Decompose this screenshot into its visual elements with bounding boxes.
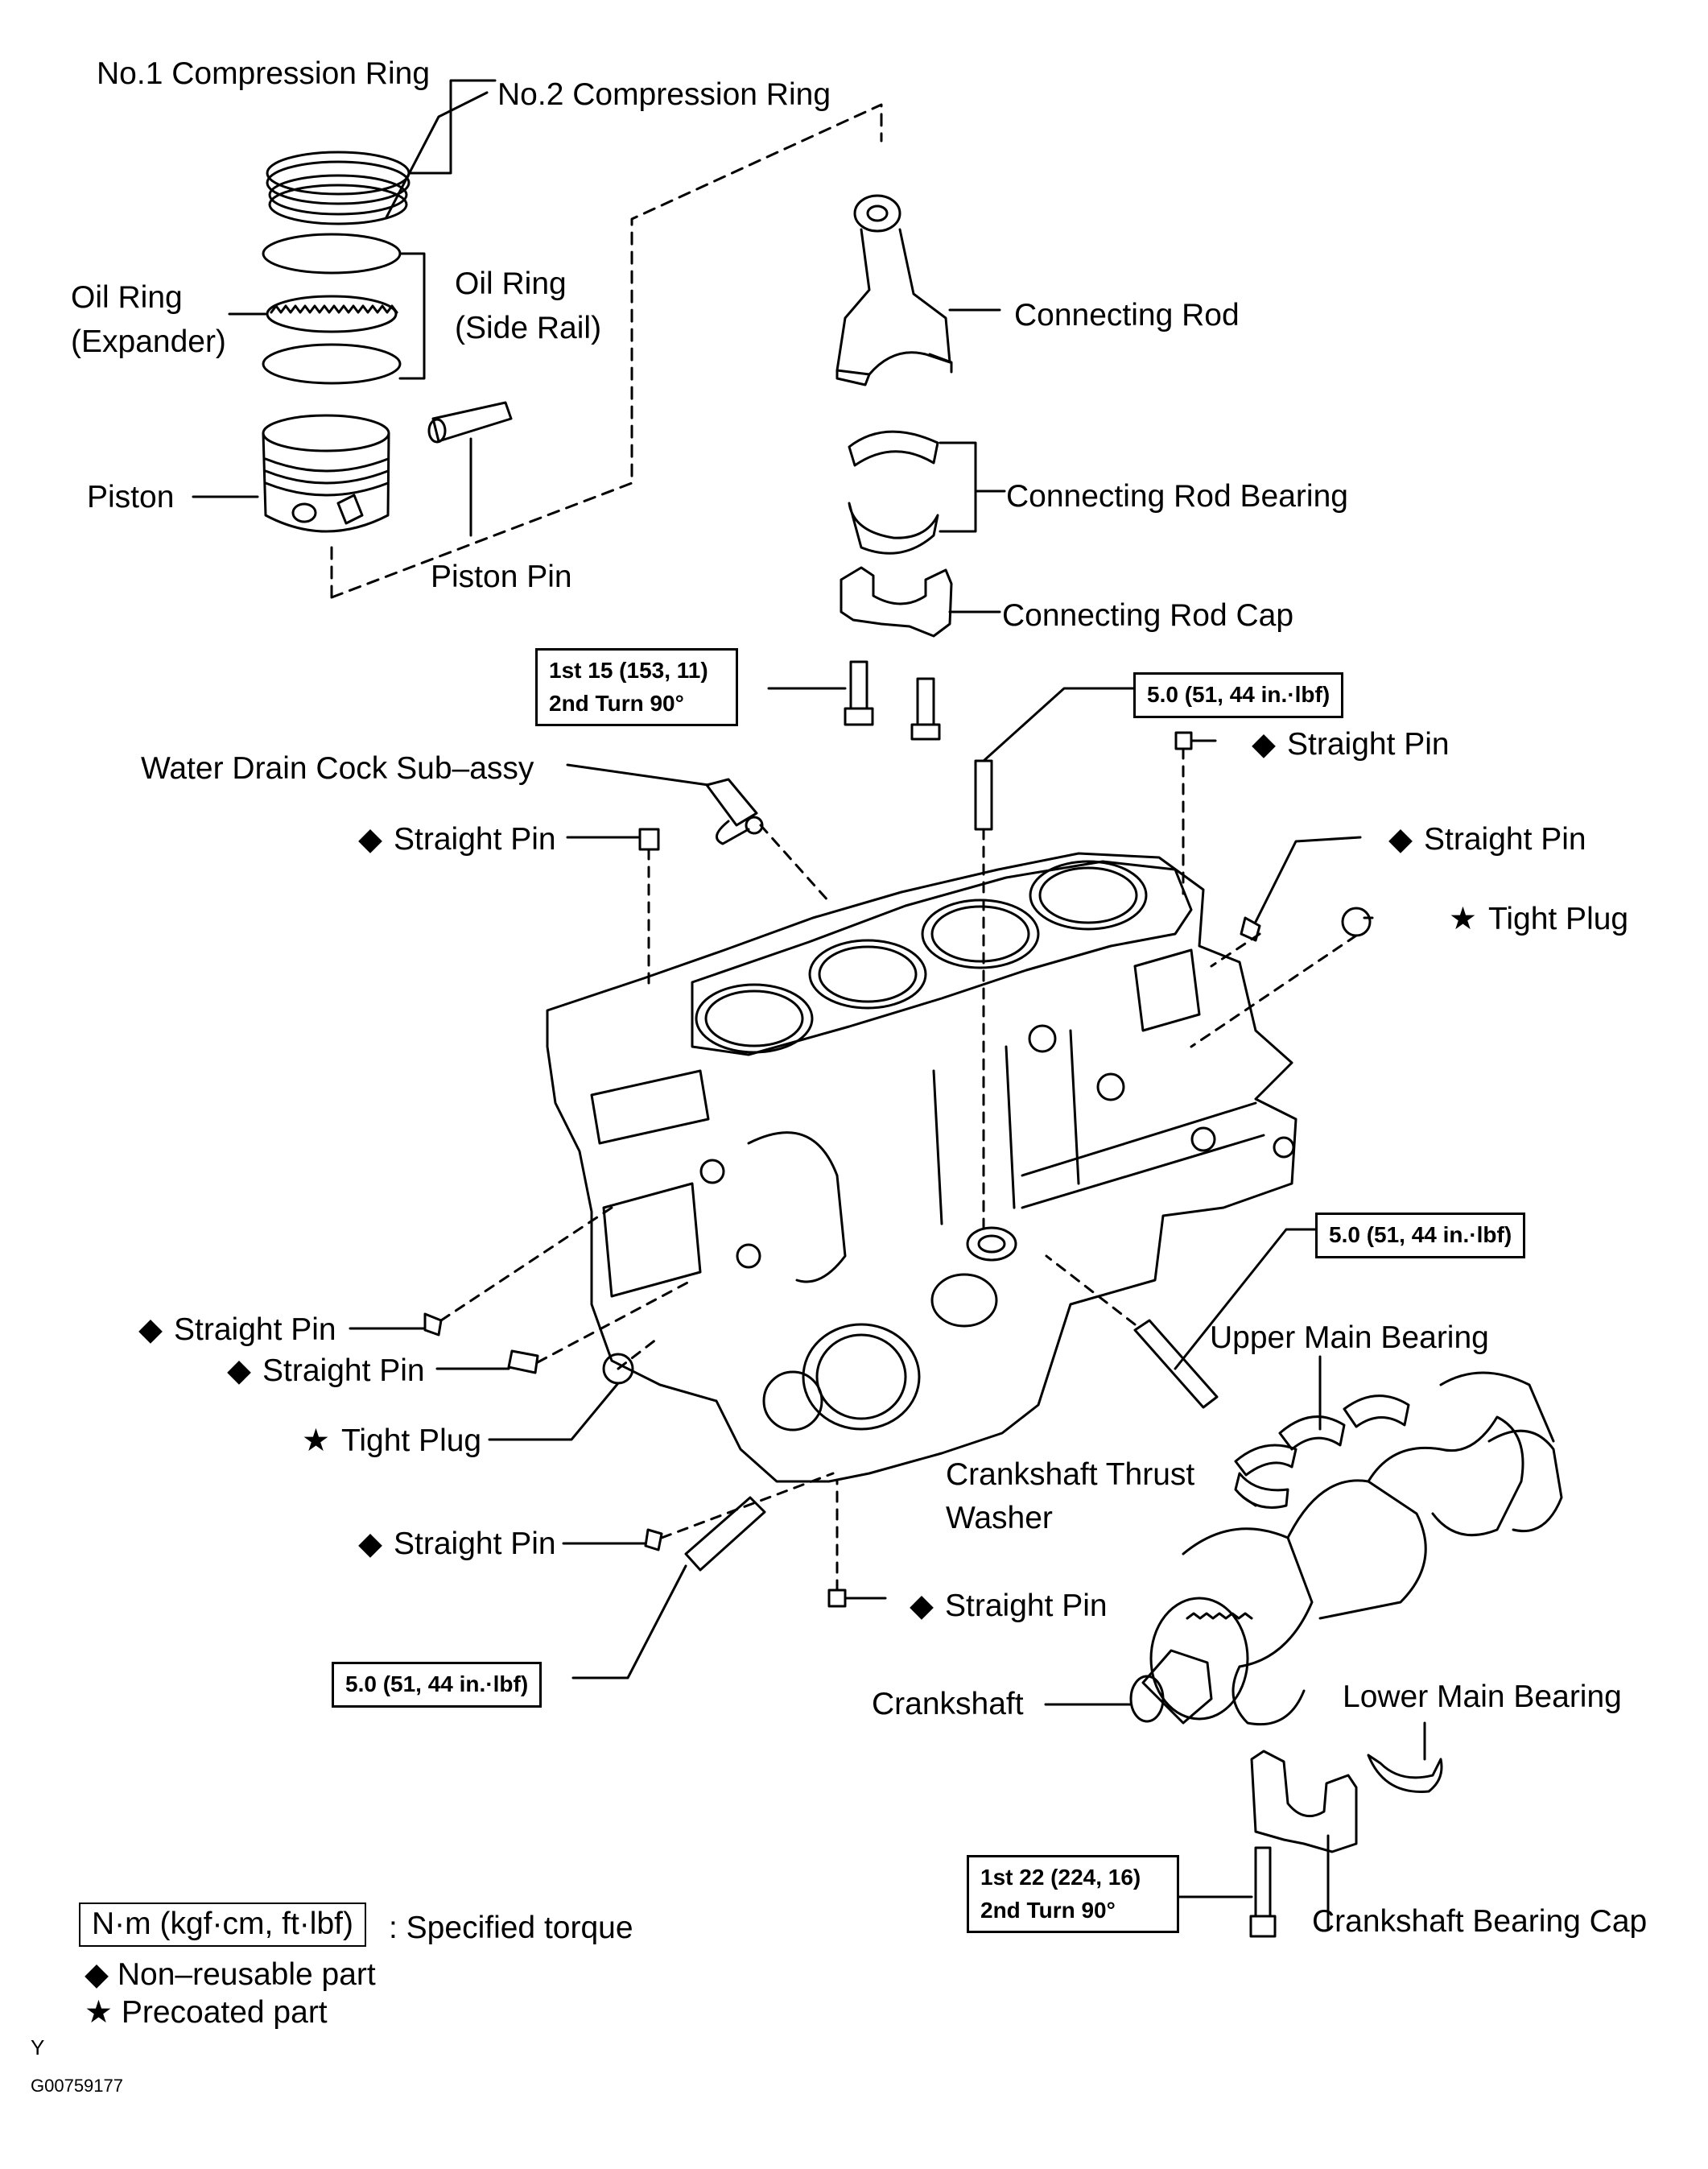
torque-main-cap-line1: 1st 22 (224, 16) [980,1865,1141,1890]
label-water-drain-cock: Water Drain Cock Sub–assy [141,751,534,786]
label-tight-plug-1: ★Tight Plug [1449,902,1629,936]
connecting-rod [835,194,953,386]
torque-main-cap-line2: 2nd Turn 90° [980,1897,1116,1923]
legend-torque-box: N·m (kgf·cm, ft·lbf) [79,1903,366,1947]
label-lower-main-bearing: Lower Main Bearing [1343,1679,1622,1714]
footer-letter: Y [31,2035,45,2060]
label-connecting-rod-cap: Connecting Rod Cap [1002,598,1294,633]
connecting-rod-bearing-lower [848,502,939,555]
label-piston: Piston [87,480,175,514]
legend-torque-text: : Specified torque [389,1911,633,1945]
leader-lines [192,79,1426,1930]
non-reusable-mark: ◆ [227,1353,251,1388]
torque-rod-cap-line2: 2nd Turn 90° [549,690,684,716]
label-upper-main-bearing: Upper Main Bearing [1210,1320,1489,1355]
label-crankshaft-bearing-cap: Crankshaft Bearing Cap [1312,1904,1648,1939]
lower-main-bearing [1367,1754,1443,1793]
tight-plug-parts [602,907,1372,1385]
torque-box-main-cap: 1st 22 (224, 16) 2nd Turn 90° [967,1855,1179,1934]
label-straight-pin-2: ◆Straight Pin [358,822,556,857]
label-straight-pin-1: ◆Straight Pin [1252,727,1450,762]
torque-box-stud-right: 5.0 (51, 44 in.·lbf) [1315,1213,1526,1258]
legend-non-reusable: ◆ Non–reusable part [85,1957,376,1992]
non-reusable-mark: ◆ [1388,822,1413,857]
non-reusable-mark: ◆ [910,1589,934,1623]
precoated-mark: ★ [302,1423,330,1458]
connecting-rod-cap [840,566,953,638]
non-reusable-mark: ◆ [358,822,382,857]
label-thrust-washer-line2: Washer [946,1501,1053,1535]
torque-box-rod-cap: 1st 15 (153, 11) 2nd Turn 90° [535,648,738,727]
label-no2-compression-ring: No.2 Compression Ring [497,77,831,112]
crankshaft-bearing-cap [1250,1750,1358,1853]
compression-rings [266,151,410,225]
label-connecting-rod: Connecting Rod [1014,298,1240,333]
torque-rod-cap-line1: 1st 15 (153, 11) [549,658,708,683]
label-straight-pin-4: ◆Straight Pin [138,1312,336,1347]
assembly-dashed-lines [439,747,1358,1592]
precoated-mark: ★ [85,1995,113,2030]
label-straight-pin-3: ◆Straight Pin [1388,822,1586,857]
water-drain-cock [705,778,764,845]
non-reusable-mark: ◆ [358,1527,382,1561]
assembly-dashed-line [330,103,883,599]
label-straight-pin-5: ◆Straight Pin [227,1353,425,1388]
stud-bolts [684,759,1219,1572]
figure-code: G00759177 [31,2076,123,2096]
label-oil-ring-side-line1: Oil Ring [455,266,567,301]
crankshaft-part [1129,1371,1563,1726]
torque-box-stud-top: 5.0 (51, 44 in.·lbf) [1133,672,1344,718]
non-reusable-mark: ◆ [85,1957,109,1992]
non-reusable-mark: ◆ [138,1312,163,1347]
label-connecting-rod-bearing: Connecting Rod Bearing [1006,479,1348,514]
connecting-rod-bearing-upper [848,430,939,467]
oil-ring-expander [266,295,398,333]
label-straight-pin-7: ◆Straight Pin [910,1589,1108,1623]
non-reusable-mark: ◆ [1252,727,1276,762]
label-no1-compression-ring: No.1 Compression Ring [97,56,431,91]
label-oil-ring-expander-line2: (Expander) [71,324,226,359]
legend-precoated: ★ Precoated part [85,1995,328,2030]
piston [262,414,390,533]
label-tight-plug-2: ★Tight Plug [302,1423,482,1458]
label-straight-pin-6: ◆Straight Pin [358,1527,556,1561]
cylinder-block [546,852,1298,1483]
piston-pin [427,401,513,444]
label-oil-ring-expander-line1: Oil Ring [71,280,183,315]
rod-cap-bolts [844,660,941,741]
straight-pin-parts [423,731,1261,1608]
label-thrust-washer-line1: Crankshaft Thrust [946,1457,1195,1492]
precoated-mark: ★ [1449,902,1477,936]
label-crankshaft: Crankshaft [872,1687,1024,1721]
label-oil-ring-side-line2: (Side Rail) [455,311,602,345]
torque-box-stud-left: 5.0 (51, 44 in.·lbf) [332,1662,543,1708]
label-piston-pin: Piston Pin [431,560,572,594]
main-cap-bolt [1249,1846,1277,1938]
thrust-washer-part [1234,1472,1289,1509]
upper-main-bearings [1234,1394,1410,1477]
